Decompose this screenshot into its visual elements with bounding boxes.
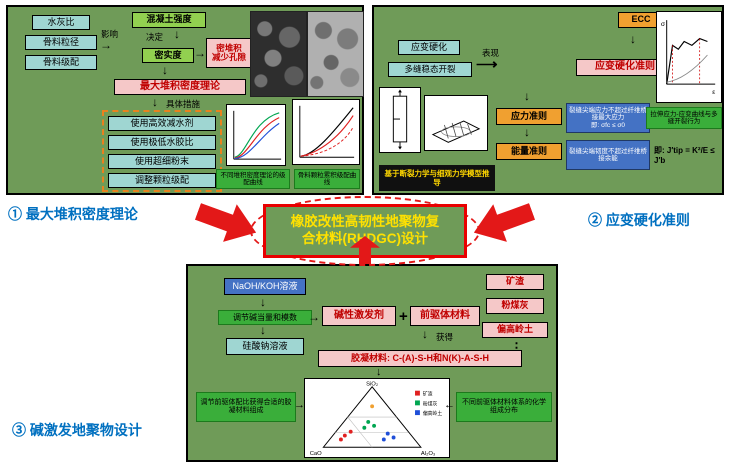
precursor-slag: 矿渣 [486,274,544,290]
ternary-caption-right: 不同前驱体材料体系的化学组成分布 [456,392,552,422]
badge-strain-hardening: ② 应变硬化准则 [588,212,690,228]
mechanics-caption: 基于断裂力学与细观力学模型推导 [379,165,495,191]
crack-test-sketch [379,87,421,153]
cumulative-curves-plot [292,99,360,165]
multiple-cracking-box: 多缝稳态开裂 [388,62,472,77]
factor-water-cement: 水灰比 [32,15,90,30]
binder-bar: 胶凝材料: C-(A)-S-H和N(K)-A-S-H [318,350,522,367]
plot-caption-left: 不同堆积密度理论的级配曲线 [216,169,290,189]
arrow-left-icon: ← [444,399,455,411]
panel-max-packing-density: 水灰比 骨料粒径 骨料级配 影响 → 混凝土强度 决定 ↓ 密实度 → 密堆积 … [6,5,364,195]
adjust-chip: 调节碱当量和模数 [218,310,312,325]
measure-superplasticizer: 使用高效减水剂 [108,116,216,131]
criterion-box: 应变硬化准则 [576,59,674,76]
dense-packing-box: 密堆积 减少孔隙 [206,38,252,68]
strain-hardening-box: 应变硬化 [398,40,460,55]
grading-curves-plot [226,104,286,166]
plot-caption-right: 骨料颗粒累积级配曲线 [294,169,360,189]
badge-max-packing: ① 最大堆积密度理论 [8,206,138,222]
arrow-right-icon: → [308,310,320,324]
energy-criterion-box: 能量准则 [496,143,562,160]
chart-caption: 拉伸应力-应变曲线与多缝开裂行为 [646,107,722,129]
arrow-right-icon: → [194,46,206,60]
arrow-right-icon: ⟶ [476,56,498,73]
dense-packing-line2: 减少孔隙 [211,52,246,62]
panel-strain-hardening: ECC 设计原则 ↓ 应变硬化 多缝稳态开裂 表现 ⟶ 应变硬化准则 ↓ 应力准… [372,5,724,195]
energy-desc-text: 裂缝尖端韧度不超过纤维桥接余能 [569,147,647,162]
precursor-box: 前驱体材料 [410,306,480,326]
ternary-left-label: CaO [310,451,322,457]
concrete-strength-box: 混凝土强度 [132,12,206,28]
center-title-line1: 橡胶改性高韧性地聚物复 [290,214,440,230]
badge-geopolymer: ③ 碱激发地聚物设计 [12,422,142,438]
obtain-label: 获得 [436,332,454,342]
arrow-down-icon: ↓ [524,125,530,139]
measures-box: 使用高效减水剂 使用极低水胶比 使用超细粉末 调整颗粒级配 [102,110,222,192]
arrow-down-icon: ↓ [260,295,266,309]
legend-metakaolin: 偏高岭土 [423,410,443,417]
precursor-metakaolin: 偏高岭土 [482,322,548,338]
ternary-right-label: Al₂O₃ [421,451,436,457]
chart-x-label: ε [712,89,715,96]
arrow-right-icon: → [100,38,112,52]
arrow-down-icon: ↓ [174,27,180,41]
measure-adjust-gradation: 调整颗粒级配 [108,173,216,188]
energy-criterion-desc: 裂缝尖端韧度不超过纤维桥接余能 [566,140,650,170]
arrow-down-icon: ↓ [524,89,530,103]
stress-formula-text: 即: σfc ≤ σ0 [591,121,625,129]
arrow-down-icon: ↓ [162,63,168,77]
silicate-box: 硅酸钠溶液 [226,338,304,355]
stress-strain-chart: σ ε [656,11,722,103]
fiber-bridging-sketch [424,95,488,151]
arrow-down-icon: ↓ [630,32,636,46]
measure-ultrafine-powder: 使用超细粉末 [108,154,216,169]
sem-micrograph-dark [250,11,307,97]
measures-label: 具体措施 [166,99,201,109]
plus-sign: + [399,308,408,325]
density-box: 密实度 [142,48,194,63]
arrow-down-icon: ↓ [376,366,382,378]
energy-formula: 即: J′tip = K²/E ≤ J′b [654,146,715,165]
stress-desc-text: 裂缝尖端应力不超过纤维桥接最大应力 [569,106,647,122]
arrow-down-icon: ↓ [260,323,266,337]
precursor-flyash: 粉煤灰 [486,298,544,314]
measure-low-water-binder: 使用极低水胶比 [108,135,216,150]
ternary-top-label: SiO₂ [366,381,378,387]
chart-y-label: σ [661,21,666,28]
dense-packing-line1: 密堆积 [216,43,242,54]
decide-label: 决定 [146,32,164,42]
arrow-down-icon: ↓ [152,95,158,109]
influence-label: 影响 [101,29,119,39]
stress-criterion-box: 应力准则 [496,108,562,125]
panel-geopolymer-design: NaOH/KOH溶液 ↓ 调节碱当量和模数 ↓ 硅酸钠溶液 → 碱性激发剂 + … [186,264,558,462]
naoh-box: NaOH/KOH溶液 [224,278,306,295]
show-label: 表现 [482,48,500,58]
sem-micrograph-light [307,11,364,97]
big-arrow-from-right-panel [467,193,539,252]
activator-box: 碱性激发剂 [322,306,396,326]
legend-slag: 矿渣 [423,391,433,398]
arrow-down-icon: ↓ [422,327,428,341]
ternary-diagram: SiO₂ CaO Al₂O₃ 矿渣 粉煤灰 偏高岭土 [304,378,450,458]
theory-box: 最大堆积密度理论 [114,79,246,95]
stress-criterion-desc: 裂缝尖端应力不超过纤维桥接最大应力 即: σfc ≤ σ0 [566,103,650,133]
legend-flyash: 粉煤灰 [423,400,438,407]
factor-aggregate-gradation: 骨料级配 [25,55,97,70]
ternary-caption-left: 调节前驱体配比获得合适的胶凝材料组成 [196,392,296,422]
factor-aggregate-size: 骨料粒径 [25,35,97,50]
arrow-right-icon: → [294,399,305,411]
